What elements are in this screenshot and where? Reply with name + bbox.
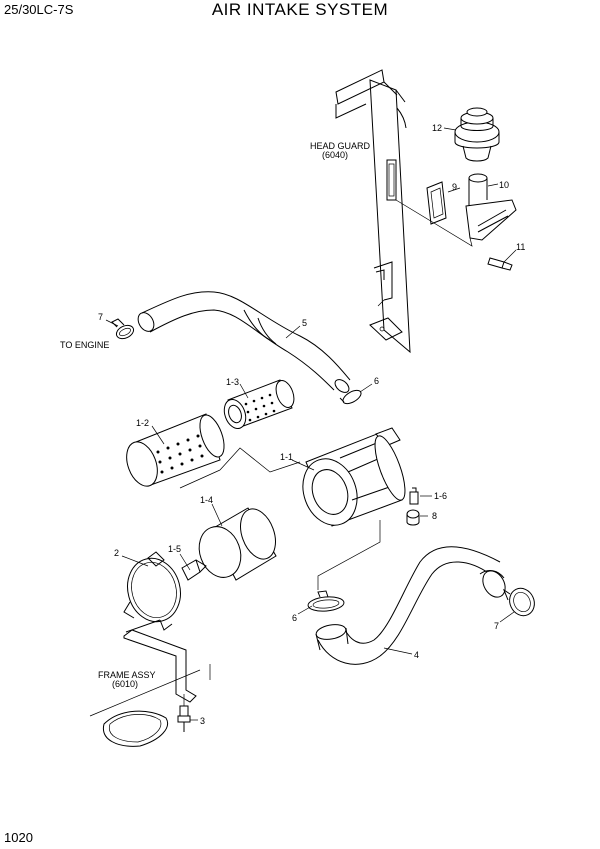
callout-leaders bbox=[105, 127, 517, 721]
air-cleaner-leader bbox=[317, 520, 381, 590]
callout-7-upper: 7 bbox=[98, 312, 103, 322]
callout-1-4: 1-4 bbox=[200, 495, 213, 505]
air-cleaner-body-1-1 bbox=[302, 427, 406, 527]
precleaner-cap bbox=[454, 107, 500, 162]
frame-assy-outline bbox=[89, 664, 211, 747]
bolt-3 bbox=[177, 694, 191, 732]
frame-assy-code: (6010) bbox=[112, 679, 138, 689]
hose-clamp-7-upper bbox=[111, 318, 135, 340]
callout-1-5: 1-5 bbox=[168, 544, 181, 554]
page-number: 1020 bbox=[4, 830, 33, 845]
evacuator-valve-1-5 bbox=[181, 559, 207, 581]
callout-5: 5 bbox=[302, 318, 307, 328]
callout-2: 2 bbox=[114, 548, 119, 558]
callout-1-6: 1-6 bbox=[434, 491, 447, 501]
head-guard-label: HEAD GUARD bbox=[310, 141, 371, 151]
callout-9: 9 bbox=[452, 182, 457, 192]
callout-6-lower: 6 bbox=[292, 613, 297, 623]
cover-1-4 bbox=[198, 507, 277, 581]
hose-clamp-6-upper bbox=[339, 389, 362, 405]
gasket-9 bbox=[426, 181, 447, 225]
callout-11: 11 bbox=[516, 242, 525, 252]
mount-bracket-line bbox=[395, 199, 473, 247]
service-indicator-8 bbox=[406, 509, 420, 526]
callout-8: 8 bbox=[432, 511, 437, 521]
model-code: 25/30LC-7S bbox=[4, 2, 74, 17]
filter-reference-lines bbox=[179, 447, 301, 489]
callout-12: 12 bbox=[432, 123, 442, 133]
frame-assy-label: FRAME ASSY bbox=[98, 670, 156, 680]
inner-filter-1-3 bbox=[223, 379, 295, 430]
callout-3: 3 bbox=[200, 716, 205, 726]
intake-pipe-stack bbox=[465, 173, 517, 241]
to-engine-label: TO ENGINE bbox=[60, 340, 109, 350]
callout-1-1: 1-1 bbox=[280, 452, 293, 462]
callout-4: 4 bbox=[414, 650, 419, 660]
frame-bracket bbox=[123, 619, 197, 703]
hose-clamp-7-lower bbox=[502, 587, 535, 617]
head-guard-code: (6040) bbox=[322, 150, 348, 160]
intake-hose-4 bbox=[315, 546, 506, 665]
intake-hose-5 bbox=[137, 291, 351, 393]
vacuum-valve-1-6 bbox=[409, 487, 419, 505]
callout-7-lower: 7 bbox=[494, 621, 499, 631]
mounting-band-2 bbox=[123, 551, 181, 631]
callout-1-2: 1-2 bbox=[136, 418, 149, 428]
page-title: AIR INTAKE SYSTEM bbox=[211, 0, 389, 19]
bolt-11 bbox=[487, 257, 513, 271]
callout-6-upper: 6 bbox=[374, 376, 379, 386]
hose-clamp-6-lower bbox=[307, 590, 345, 612]
head-guard-frame bbox=[335, 69, 411, 354]
callout-1-3: 1-3 bbox=[226, 377, 239, 387]
outer-filter-1-2 bbox=[126, 413, 225, 487]
callout-10: 10 bbox=[499, 180, 509, 190]
